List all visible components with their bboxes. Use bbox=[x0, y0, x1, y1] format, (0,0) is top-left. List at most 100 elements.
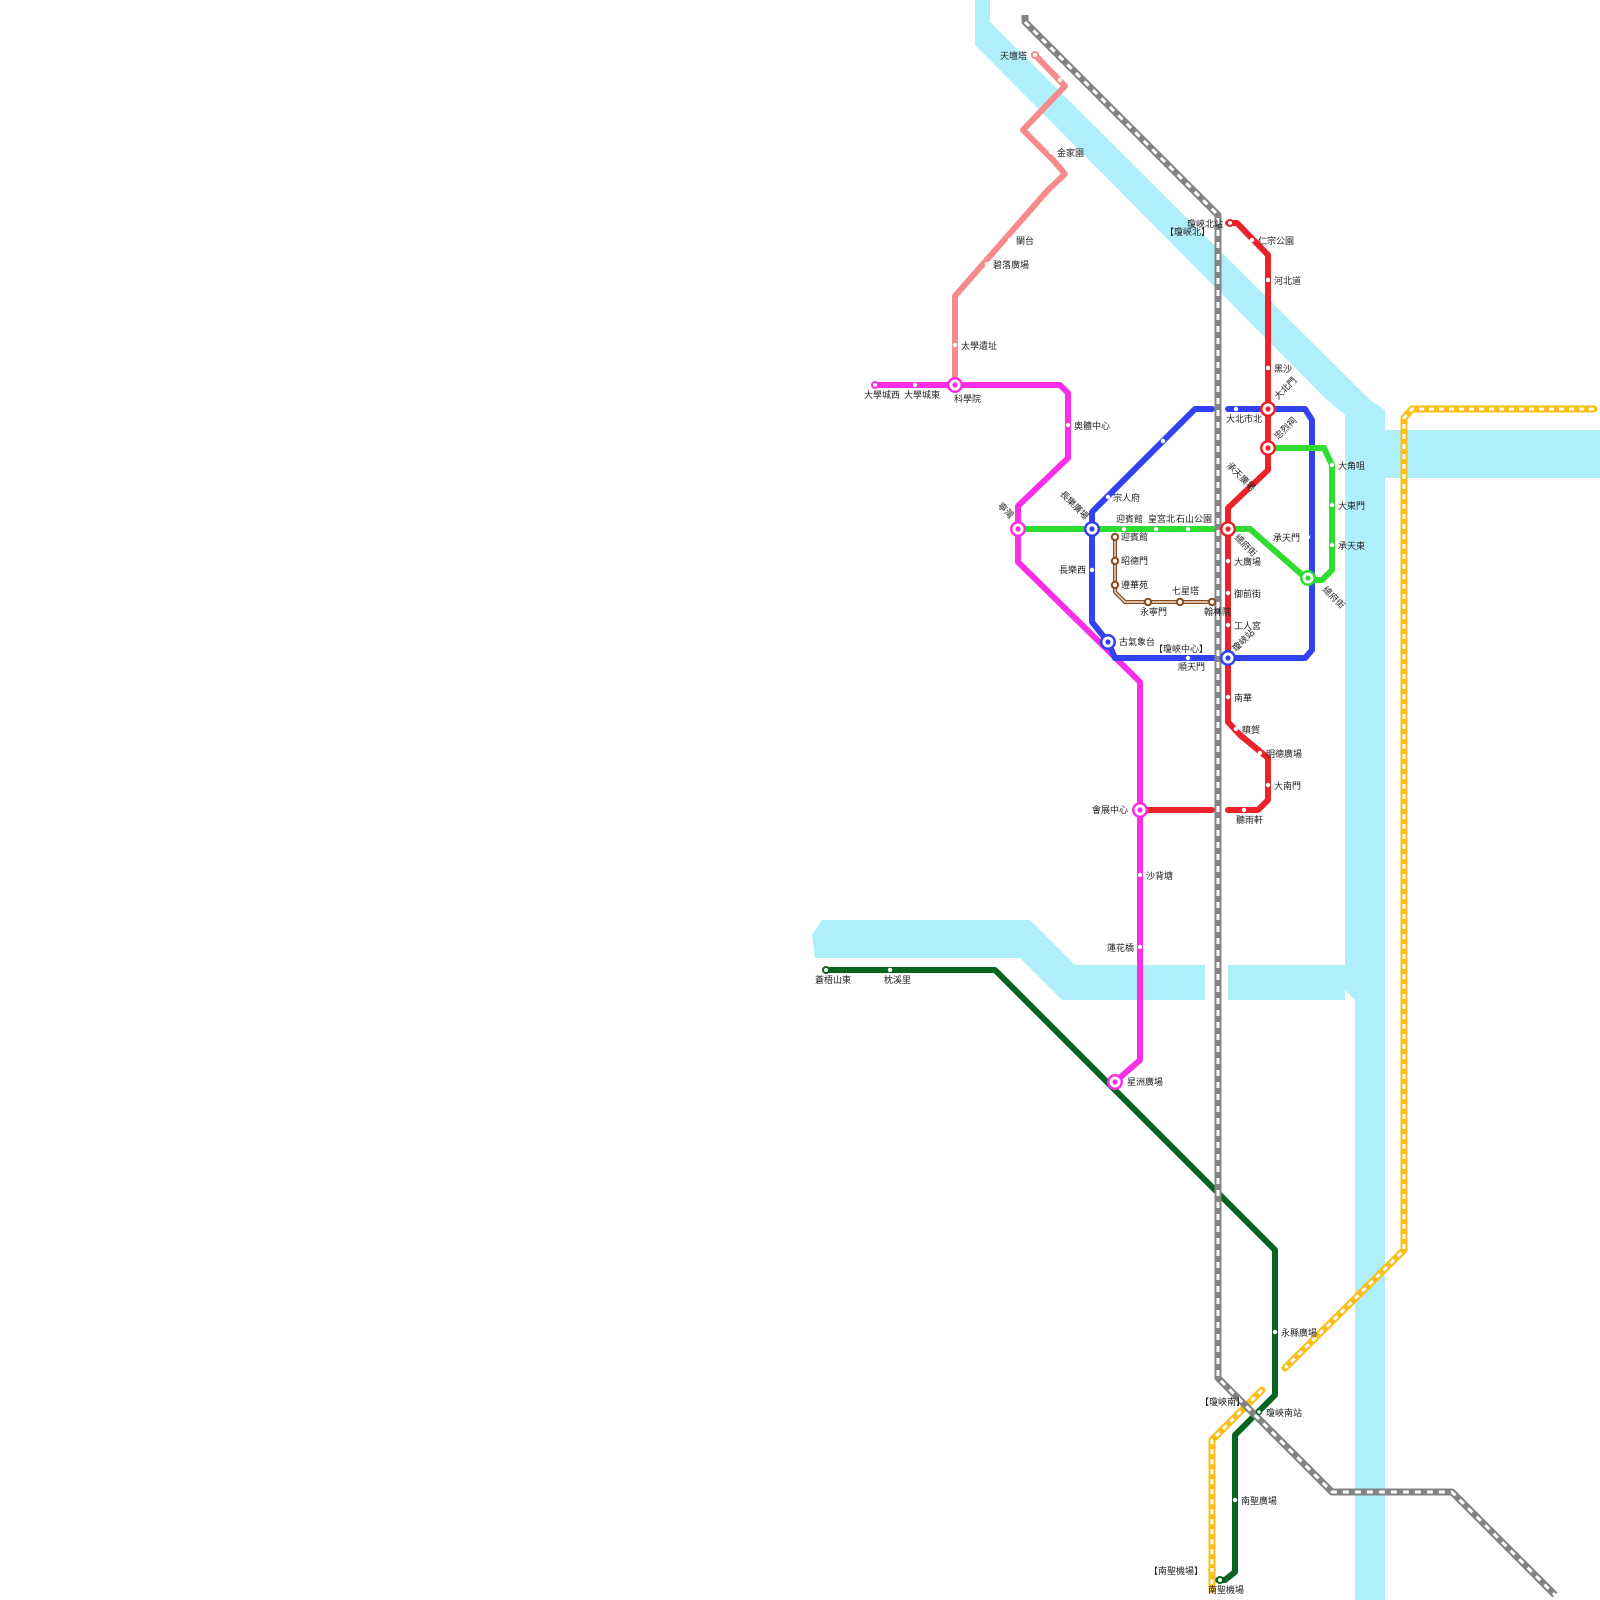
railway-dash bbox=[1023, 20, 1557, 1597]
station-label[interactable]: 南華 bbox=[1234, 692, 1252, 704]
station-label[interactable]: 古氣象台 bbox=[1119, 636, 1155, 648]
station-label[interactable]: 長樂廣場 bbox=[1057, 488, 1091, 522]
station-dot bbox=[1249, 486, 1255, 492]
station-label[interactable]: 蓮花橋 bbox=[1107, 942, 1134, 954]
station-label[interactable]: 南聖廣場 bbox=[1241, 1495, 1277, 1507]
station-label[interactable]: 奧體中心 bbox=[1074, 420, 1110, 432]
station-label[interactable]: 大北門 bbox=[1272, 375, 1300, 403]
station-dot bbox=[1329, 502, 1335, 508]
station-label[interactable]: 大學城東 bbox=[904, 389, 940, 401]
station-dot bbox=[1110, 580, 1120, 590]
station-label[interactable]: 石山公園 bbox=[1176, 514, 1212, 525]
interchange-zhonglieci[interactable] bbox=[1260, 440, 1276, 456]
station-dot bbox=[1249, 237, 1255, 243]
station-label[interactable]: 承天東 bbox=[1338, 540, 1365, 552]
station-dot bbox=[1265, 365, 1271, 371]
station-label[interactable]: 聽雨軒 bbox=[1236, 814, 1263, 826]
station-label[interactable]: 永縣廣場 bbox=[1281, 1327, 1317, 1339]
station-label[interactable]: 昭德門 bbox=[1121, 555, 1148, 567]
station-label[interactable]: 寧灣 bbox=[995, 500, 1016, 521]
station-label[interactable]: 承天門 bbox=[1273, 533, 1300, 544]
line-green bbox=[1015, 445, 1335, 583]
station-label[interactable]: 碧落廣場 bbox=[993, 259, 1029, 271]
station-label[interactable]: 河北道 bbox=[1274, 275, 1301, 287]
station-label[interactable]: 大廣場 bbox=[1234, 556, 1261, 568]
station-label[interactable]: 順天門 bbox=[1178, 662, 1205, 673]
station-dot bbox=[871, 381, 879, 389]
station-label[interactable]: 大東門 bbox=[1338, 500, 1365, 512]
station-label[interactable]: 黑沙 bbox=[1274, 364, 1292, 375]
station-label[interactable]: 忠烈祠 bbox=[1272, 415, 1300, 443]
station-label[interactable]: 翰林院 bbox=[1204, 606, 1231, 618]
station-label[interactable]: 瞋賀 bbox=[1242, 724, 1260, 736]
station-label[interactable]: 闌台 bbox=[1016, 235, 1034, 247]
station-dot bbox=[1329, 462, 1335, 468]
station-label[interactable]: 會展中心 bbox=[1092, 804, 1128, 816]
station-label[interactable]: 枕溪里 bbox=[884, 974, 911, 986]
station-label[interactable]: 蒼梧山東 bbox=[815, 974, 851, 986]
station-label[interactable]: 星洲廣場 bbox=[1127, 1076, 1163, 1088]
river-north bbox=[975, 0, 1385, 1600]
interchange-zongfujie[interactable] bbox=[1220, 521, 1236, 537]
station-dot bbox=[822, 966, 830, 974]
station-dot bbox=[1185, 526, 1191, 532]
interchange-dabeimen[interactable] bbox=[1260, 401, 1276, 417]
interchange-kexueyuan[interactable] bbox=[947, 377, 963, 393]
interchange-zongfujie-east[interactable] bbox=[1300, 570, 1316, 586]
interchange-guqixiangtai[interactable] bbox=[1100, 634, 1116, 650]
interchange-ningwan[interactable] bbox=[1010, 521, 1026, 537]
station-label[interactable]: 科學院 bbox=[954, 393, 981, 405]
station-dot bbox=[1225, 558, 1231, 564]
station-dot bbox=[1255, 1408, 1263, 1416]
station-label[interactable]: 永寧門 bbox=[1140, 606, 1167, 618]
water-bodies bbox=[812, 0, 1600, 1600]
railway-base bbox=[1021, 15, 1558, 1598]
station-dot bbox=[1185, 655, 1191, 661]
station-label[interactable]: 長樂西 bbox=[1059, 564, 1086, 576]
station-label[interactable]: 南聖機場 bbox=[1208, 1584, 1244, 1596]
station-label[interactable]: 【瓊峽南】 bbox=[1200, 1396, 1245, 1408]
station-label[interactable]: 大學城西 bbox=[864, 389, 900, 401]
interchange-xingzhou[interactable] bbox=[1107, 1074, 1123, 1090]
station-label[interactable]: 太學遺址 bbox=[961, 340, 997, 352]
station-label[interactable]: 工人宮 bbox=[1234, 620, 1261, 632]
station-dot bbox=[1089, 567, 1095, 573]
line-magenta bbox=[872, 382, 1143, 1085]
station-label[interactable]: 瓊峽北站 bbox=[1187, 218, 1223, 230]
line-orange-dash bbox=[1283, 407, 1594, 1370]
bay-southwest bbox=[812, 920, 1205, 1000]
station-label[interactable]: 天壇塔 bbox=[1000, 50, 1027, 62]
station-label[interactable]: 明德廣場 bbox=[1266, 748, 1302, 760]
station-dot bbox=[1225, 622, 1231, 628]
station-label[interactable]: 迎賓館 bbox=[1116, 513, 1143, 525]
interchange-huizhan[interactable] bbox=[1132, 802, 1148, 818]
station-label[interactable]: 沙背塘 bbox=[1146, 870, 1173, 882]
station-label[interactable]: 大北市北 bbox=[1226, 413, 1262, 425]
station-label[interactable]: 遵華苑 bbox=[1121, 579, 1148, 591]
station-label[interactable]: 承天廣場 bbox=[1224, 460, 1258, 494]
station-label[interactable]: 總府街 bbox=[1320, 584, 1348, 612]
station-label[interactable]: 御前街 bbox=[1234, 588, 1261, 600]
station-label[interactable]: 迎賓館 bbox=[1121, 531, 1148, 543]
station-dot bbox=[1233, 726, 1239, 732]
station-dot bbox=[1207, 597, 1217, 607]
interchange-changle[interactable] bbox=[1084, 521, 1100, 537]
station-dot bbox=[1241, 807, 1247, 813]
station-label[interactable]: 【瓊峽北】 bbox=[1165, 226, 1210, 238]
station-label[interactable]: 宗人府 bbox=[1113, 492, 1140, 504]
station-label[interactable]: 大南門 bbox=[1274, 780, 1301, 792]
station-markers bbox=[822, 51, 1335, 1584]
station-label[interactable]: 七星塔 bbox=[1172, 585, 1199, 597]
station-label[interactable]: 皇宮北 bbox=[1148, 513, 1175, 525]
station-label[interactable]: 大角咀 bbox=[1338, 460, 1365, 472]
station-label[interactable]: 瓊峽南站 bbox=[1266, 1407, 1302, 1419]
station-dot bbox=[1265, 782, 1271, 788]
station-label[interactable]: 金家園 bbox=[1057, 147, 1084, 159]
line-blue bbox=[1089, 406, 1315, 661]
station-label[interactable]: 仁宗公園 bbox=[1258, 235, 1294, 247]
interchange-qiongxia[interactable] bbox=[1220, 650, 1236, 666]
station-label[interactable]: 【瓊峽中心】 bbox=[1154, 643, 1208, 655]
station-label[interactable]: 【南聖機場】 bbox=[1149, 1565, 1203, 1577]
station-dot bbox=[1110, 532, 1120, 542]
